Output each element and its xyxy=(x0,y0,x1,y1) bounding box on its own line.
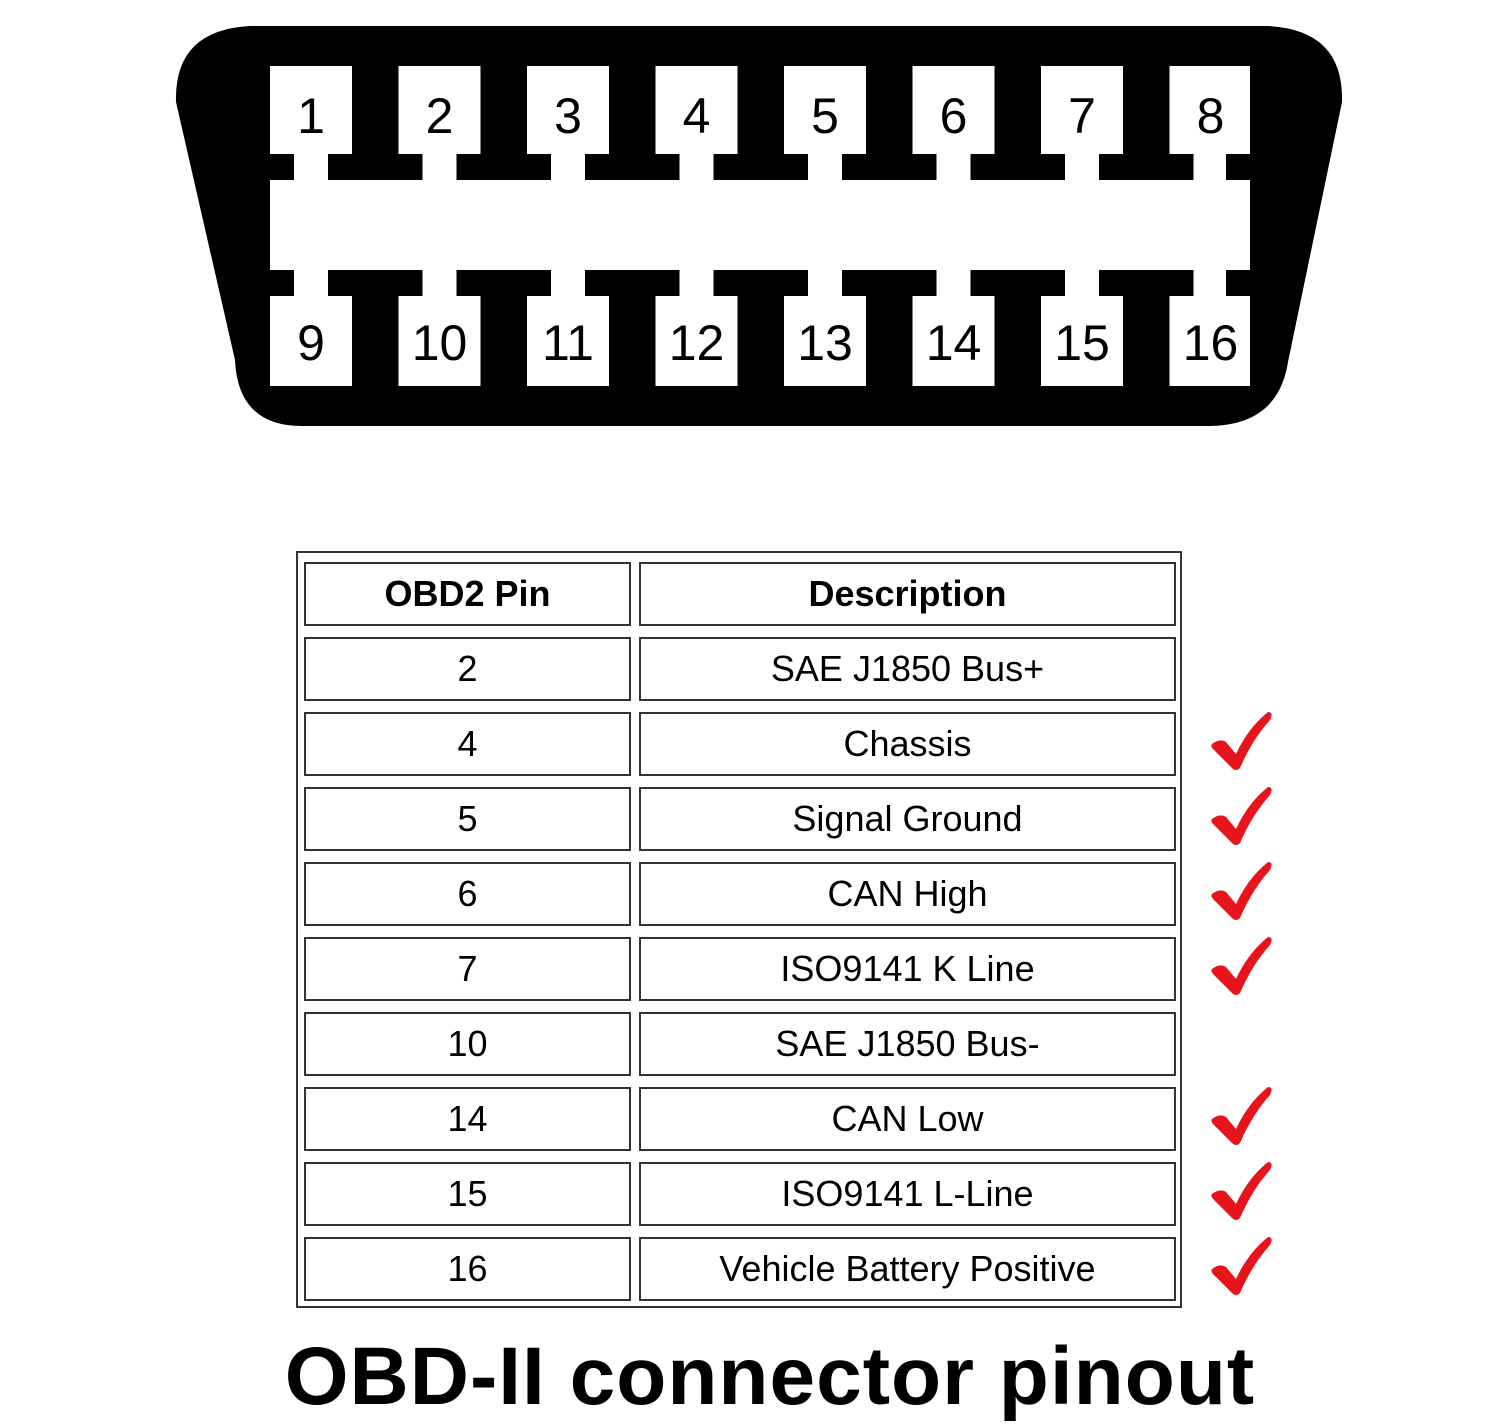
pin-number-top: 4 xyxy=(683,88,711,144)
row-pin-cell: 14 xyxy=(304,1087,631,1151)
pin-number-bottom: 15 xyxy=(1054,315,1110,371)
bottom-pin-separator xyxy=(352,296,399,386)
check-icon xyxy=(1211,937,1272,995)
check-icon xyxy=(1211,787,1272,845)
check-icon xyxy=(1211,862,1272,920)
top-pin-notch xyxy=(842,154,937,180)
bottom-pin-separator xyxy=(1123,296,1170,386)
check-icon xyxy=(1211,712,1272,770)
bottom-pin-separator xyxy=(737,296,784,386)
top-pin-separator xyxy=(352,66,399,154)
edge-notch xyxy=(1226,154,1250,180)
bottom-pin-notch xyxy=(585,270,680,296)
top-pin-separator xyxy=(866,66,913,154)
pin-number-top: 7 xyxy=(1068,88,1096,144)
pin-number-top: 2 xyxy=(426,88,454,144)
pin-number-bottom: 14 xyxy=(926,315,982,371)
edge-notch xyxy=(270,270,294,296)
row-description-cell: CAN High xyxy=(639,862,1176,926)
caption-title: OBD-II connector pinout xyxy=(284,1331,1256,1422)
top-pin-separator xyxy=(609,66,656,154)
edge-notch xyxy=(270,154,294,180)
row-pin-cell: 15 xyxy=(304,1162,631,1226)
pin-number-top: 1 xyxy=(297,88,325,144)
check-icon xyxy=(1211,1087,1272,1145)
pin-number-bottom: 16 xyxy=(1183,315,1239,371)
bottom-pin-separator xyxy=(866,296,913,386)
bottom-pin-notch xyxy=(713,270,808,296)
header-description: Description xyxy=(639,562,1176,626)
pin-number-top: 6 xyxy=(940,88,968,144)
row-pin-cell: 5 xyxy=(304,787,631,851)
bottom-pin-separator xyxy=(480,296,527,386)
top-pin-separator xyxy=(480,66,527,154)
top-pin-notch xyxy=(1099,154,1194,180)
row-pin-cell: 10 xyxy=(304,1012,631,1076)
pin-number-top: 5 xyxy=(811,88,839,144)
pin-number-bottom: 10 xyxy=(412,315,468,371)
top-pin-separator xyxy=(994,66,1041,154)
top-pin-notch xyxy=(456,154,551,180)
pin-number-bottom: 9 xyxy=(297,315,325,371)
row-pin-cell: 4 xyxy=(304,712,631,776)
top-pin-separator xyxy=(1123,66,1170,154)
row-description-cell: Chassis xyxy=(639,712,1176,776)
row-pin-cell: 6 xyxy=(304,862,631,926)
check-icon xyxy=(1211,1162,1272,1220)
row-description-cell: SAE J1850 Bus+ xyxy=(639,637,1176,701)
header-pin: OBD2 Pin xyxy=(304,562,631,626)
bottom-pin-notch xyxy=(842,270,937,296)
bottom-pin-notch xyxy=(970,270,1065,296)
bottom-pin-separator xyxy=(609,296,656,386)
bottom-pin-notch xyxy=(1099,270,1194,296)
row-pin-cell: 2 xyxy=(304,637,631,701)
row-description-cell: ISO9141 K Line xyxy=(639,937,1176,1001)
pin-number-bottom: 11 xyxy=(542,315,594,371)
row-pin-cell: 7 xyxy=(304,937,631,1001)
pin-number-bottom: 13 xyxy=(797,315,853,371)
pin-number-top: 3 xyxy=(554,88,582,144)
row-description-cell: CAN Low xyxy=(639,1087,1176,1151)
edge-notch xyxy=(1226,270,1250,296)
pin-number-bottom: 12 xyxy=(669,315,725,371)
top-pin-notch xyxy=(328,154,423,180)
row-description-cell: Vehicle Battery Positive xyxy=(639,1237,1176,1301)
pinout-table xyxy=(296,551,1182,1308)
bottom-pin-notch xyxy=(328,270,423,296)
bottom-pin-notch xyxy=(456,270,551,296)
row-description-cell: SAE J1850 Bus- xyxy=(639,1012,1176,1076)
row-pin-cell: 16 xyxy=(304,1237,631,1301)
top-pin-notch xyxy=(585,154,680,180)
row-description-cell: Signal Ground xyxy=(639,787,1176,851)
top-pin-notch xyxy=(713,154,808,180)
top-pin-notch xyxy=(970,154,1065,180)
pin-number-top: 8 xyxy=(1197,88,1225,144)
top-pin-separator xyxy=(737,66,784,154)
check-icon xyxy=(1211,1237,1272,1295)
row-description-cell: ISO9141 L-Line xyxy=(639,1162,1176,1226)
bottom-pin-separator xyxy=(994,296,1041,386)
